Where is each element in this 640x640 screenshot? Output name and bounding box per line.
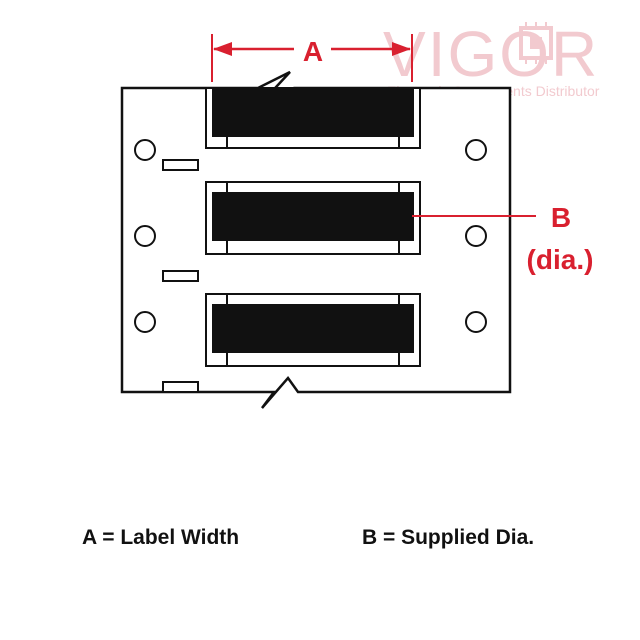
sprocket-hole [465, 139, 487, 161]
sprocket-hole [134, 225, 156, 247]
dimension-b-label: B [551, 202, 571, 233]
legend-supplied-diameter: B = Supplied Dia. [362, 526, 535, 549]
sprocket-hole [134, 311, 156, 333]
sprocket-hole [465, 311, 487, 333]
wire-label [205, 181, 421, 255]
chip-icon [519, 22, 553, 64]
dimension-b-note: (dia.) [527, 244, 594, 275]
dimension-a-marker: A [211, 34, 413, 82]
dimension-a-label: A [303, 36, 323, 67]
feed-slot [162, 159, 199, 171]
arrow-left-icon [213, 42, 232, 56]
wire-label [205, 87, 421, 149]
feed-slot [162, 270, 199, 282]
legend-label-width: A = Label Width [82, 526, 240, 549]
dimension-b-marker: B (dia.) [412, 202, 593, 275]
watermark-brand-text: VIGOR [383, 18, 599, 90]
sprocket-hole [465, 225, 487, 247]
feed-slot [162, 381, 199, 393]
sprocket-hole [134, 139, 156, 161]
arrow-right-icon [392, 42, 411, 56]
wire-label [205, 293, 421, 367]
